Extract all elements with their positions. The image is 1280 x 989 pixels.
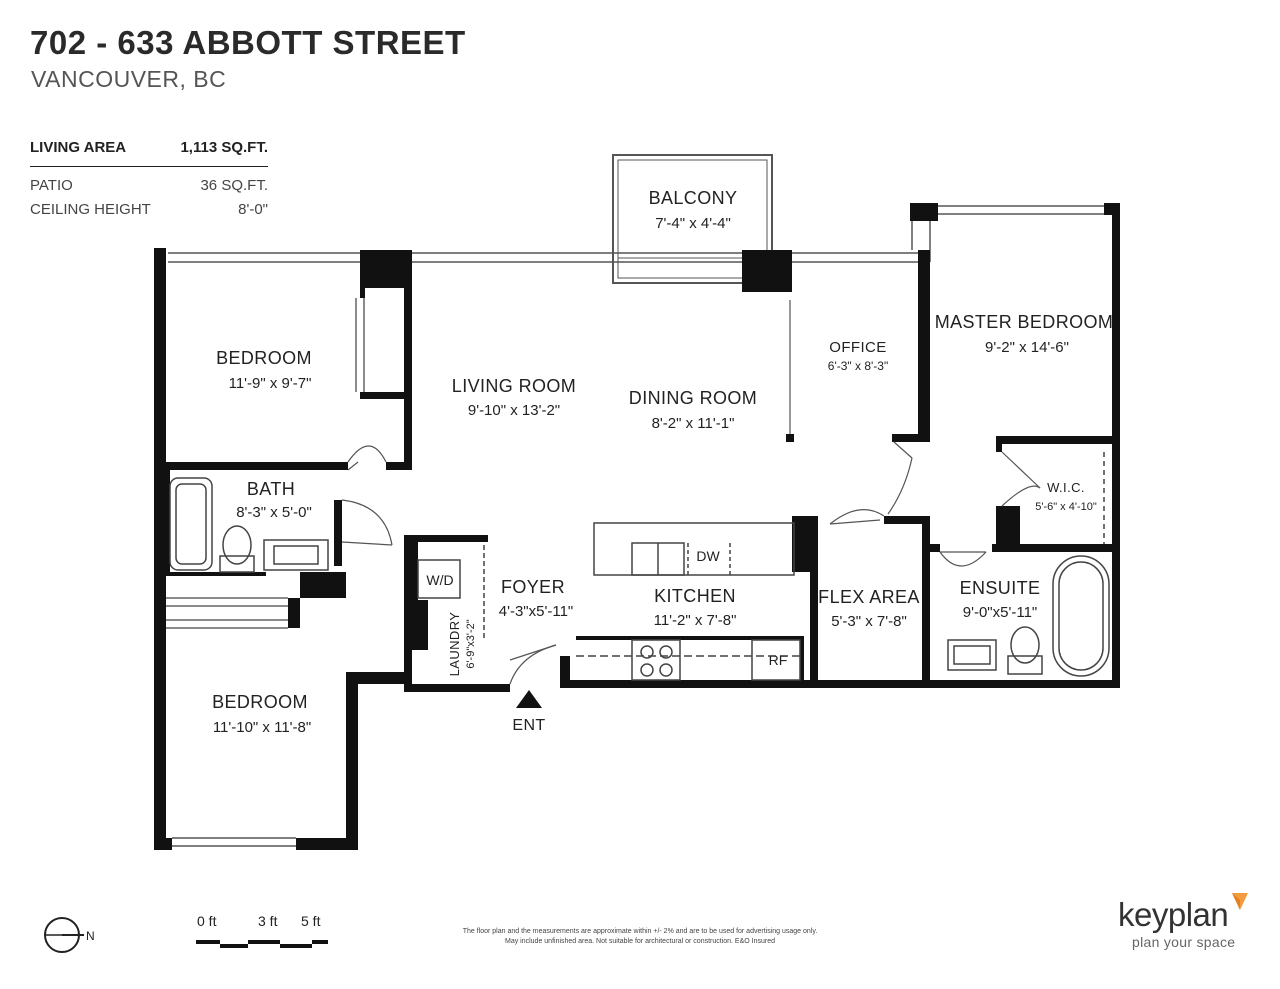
balcony-label: BALCONY xyxy=(649,188,738,208)
scale-label-0: 0 ft xyxy=(197,913,217,929)
balcony-outline xyxy=(612,154,773,284)
kitchen-counters xyxy=(417,452,1105,681)
living-area-value: 1,113 SQ.FT. xyxy=(180,139,268,156)
brand-tagline: plan your space xyxy=(1132,934,1236,950)
entry-label: ENT xyxy=(512,717,545,734)
dishwasher-label: DW xyxy=(696,548,720,564)
disclaimer-line-1: The floor plan and the measurements are … xyxy=(462,928,818,935)
laundry-dims: 6'-9"x3'-2" xyxy=(465,619,477,668)
living-area-label: LIVING AREA xyxy=(30,139,127,156)
flex-area-label: FLEX AREA xyxy=(818,587,920,607)
living-room-label: LIVING ROOM xyxy=(452,376,576,396)
balcony-dims: 7'-4" x 4'-4" xyxy=(655,215,731,232)
bath-dims: 8'-3" x 5'-0" xyxy=(236,504,312,521)
patio-value: 36 SQ.FT. xyxy=(200,177,268,194)
bedroom-1-label: BEDROOM xyxy=(216,348,312,368)
office-label: OFFICE xyxy=(829,339,886,356)
north-label: N xyxy=(86,929,95,943)
summary-divider xyxy=(30,166,268,167)
bedroom-2-label: BEDROOM xyxy=(212,692,308,712)
office-dims: 6'-3" x 8'-3" xyxy=(828,359,888,373)
laundry-label: LAUNDRY xyxy=(447,612,462,677)
door-swings xyxy=(341,300,1041,685)
brand-logo: keyplan xyxy=(1118,896,1229,933)
bedroom-1-dims: 11'-9" x 9'-7" xyxy=(229,375,312,392)
wic-dims: 5'-6" x 4'-10" xyxy=(1035,501,1097,513)
keyplan-fox-icon xyxy=(1232,893,1248,910)
walls xyxy=(154,203,1120,850)
master-bedroom-dims: 9'-2" x 14'-6" xyxy=(985,339,1069,356)
dining-room-dims: 8'-2" x 11'-1" xyxy=(652,415,735,432)
page-subtitle: VANCOUVER, BC xyxy=(31,66,227,92)
bath-fixtures xyxy=(169,477,1110,677)
flex-area-dims: 5'-3" x 7'-8" xyxy=(831,613,907,630)
ensuite-dims: 9'-0"x5'-11" xyxy=(963,604,1037,621)
disclaimer-line-2: May include unfinished area. Not suitabl… xyxy=(504,938,776,945)
washer-dryer-label: W/D xyxy=(426,572,453,588)
entry-arrow xyxy=(516,690,542,708)
fridge-label: RF xyxy=(769,652,788,668)
bath-label: BATH xyxy=(247,479,295,499)
scale-bar xyxy=(196,940,328,948)
wic-label: W.I.C. xyxy=(1047,480,1085,495)
scale-label-5: 5 ft xyxy=(301,913,321,929)
ceiling-height-label: CEILING HEIGHT xyxy=(30,201,151,218)
master-bedroom-label: MASTER BEDROOM xyxy=(935,312,1114,332)
dining-room-label: DINING ROOM xyxy=(629,388,757,408)
page-title: 702 - 633 ABBOTT STREET xyxy=(30,24,466,61)
patio-label: PATIO xyxy=(30,177,73,194)
window-lines xyxy=(168,205,1104,847)
living-room-dims: 9'-10" x 13'-2" xyxy=(468,402,560,419)
scale-label-3: 3 ft xyxy=(258,913,278,929)
bedroom-2-dims: 11'-10" x 11'-8" xyxy=(213,719,311,736)
north-arrow-icon xyxy=(44,917,84,953)
kitchen-dims: 11'-2" x 7'-8" xyxy=(654,612,737,629)
foyer-dims: 4'-3"x5'-11" xyxy=(499,603,573,620)
ceiling-height-value: 8'-0" xyxy=(238,201,268,218)
closet-doors xyxy=(166,298,365,629)
foyer-label: FOYER xyxy=(501,577,565,597)
disclaimer: The floor plan and the measurements are … xyxy=(420,927,860,947)
ensuite-label: ENSUITE xyxy=(960,578,1041,598)
kitchen-label: KITCHEN xyxy=(654,586,736,606)
